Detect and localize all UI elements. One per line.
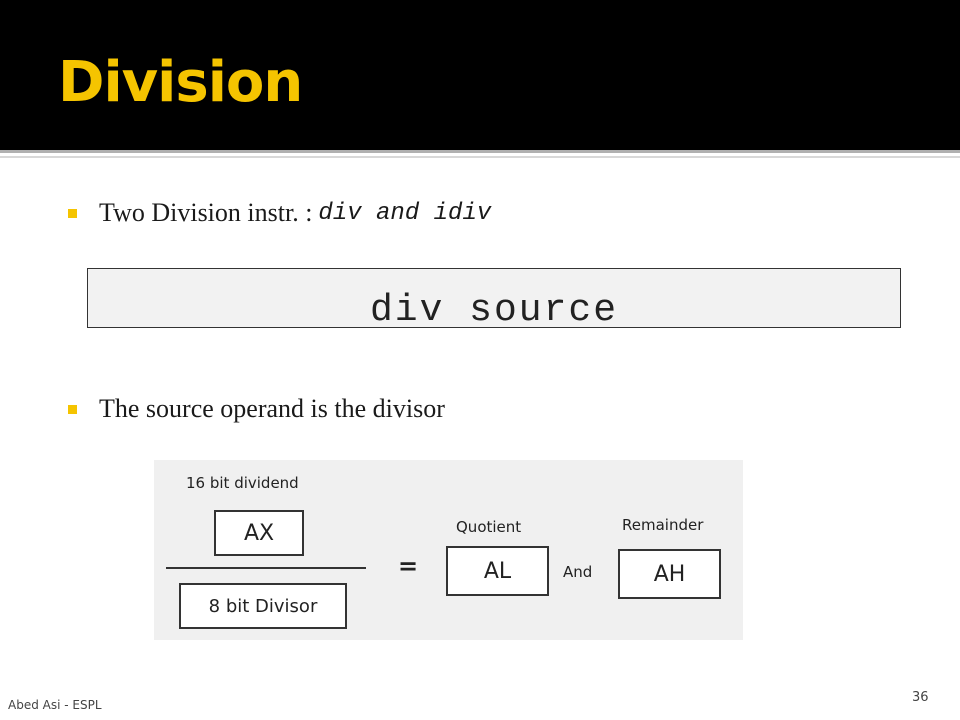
bullet-code: div and idiv: [318, 199, 492, 227]
header-divider: [0, 150, 960, 153]
remainder-register-box: AH: [618, 549, 721, 599]
divisor-box: 8 bit Divisor: [179, 583, 347, 629]
page-number: 36: [912, 690, 929, 705]
division-diagram: 16 bit dividend AX 8 bit Divisor = Quoti…: [154, 460, 743, 640]
bullet-text: Two Division instr. :: [99, 198, 313, 227]
bullet-square-icon: [68, 404, 77, 414]
bullet-square-icon: [68, 208, 77, 218]
equals-sign: =: [398, 552, 419, 580]
and-label: And: [563, 563, 593, 581]
header-divider-secondary: [0, 156, 960, 158]
fraction-line: [166, 567, 366, 569]
code-box: div source: [87, 268, 901, 332]
code-text: div source: [369, 289, 619, 332]
footer-author: Abed Asi - ESPL: [8, 698, 102, 712]
bullet-item: The source operand is the divisor: [68, 394, 445, 424]
remainder-label: Remainder: [622, 516, 704, 534]
dividend-label: 16 bit dividend: [186, 474, 299, 492]
dividend-register-box: AX: [214, 510, 304, 556]
bullet-item: Two Division instr. : div and idiv: [68, 198, 491, 228]
slide-title: Division: [58, 50, 303, 115]
bullet-text: The source operand is the divisor: [99, 394, 445, 423]
slide-header: Division: [0, 0, 960, 150]
quotient-label: Quotient: [456, 518, 522, 536]
quotient-register-box: AL: [446, 546, 549, 596]
